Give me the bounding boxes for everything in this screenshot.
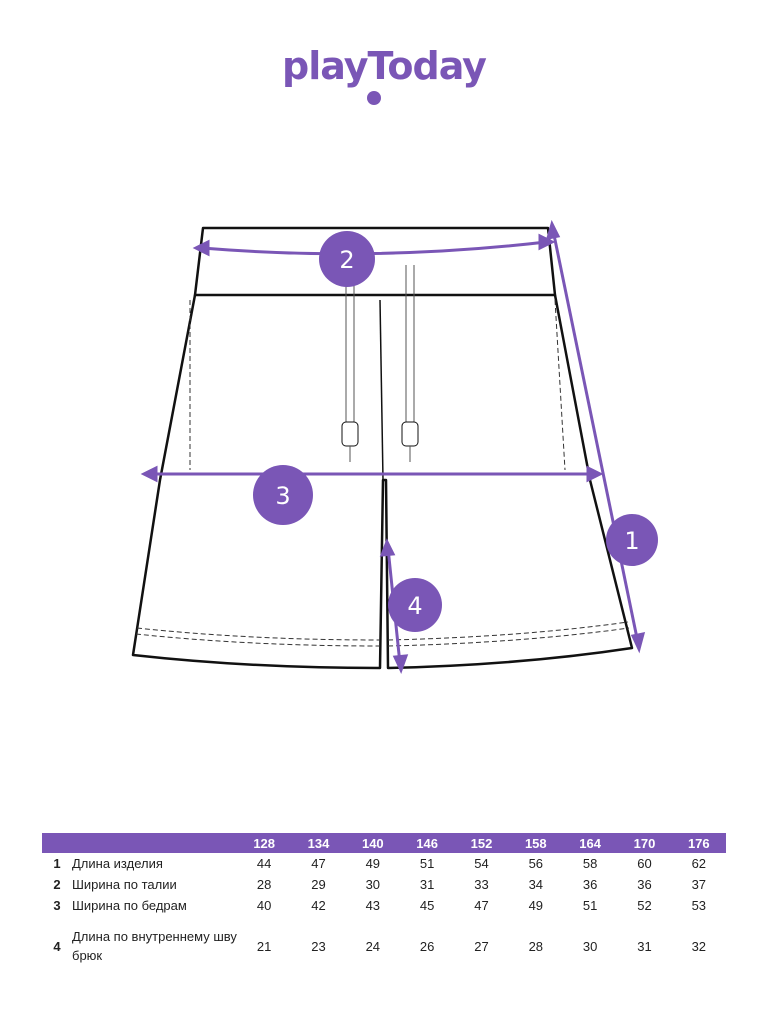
- size-header: 158: [508, 833, 563, 853]
- drawstring: [341, 265, 419, 462]
- row-label: Длина изделия: [72, 856, 163, 871]
- stitching: [135, 299, 630, 647]
- size-header-row: 128 134 140 146 152 158 164 170 176: [42, 833, 726, 853]
- size-header: 140: [345, 833, 400, 853]
- shorts-outline: [131, 226, 634, 670]
- row-number: 3: [53, 898, 61, 913]
- table-cell: 45: [419, 898, 435, 913]
- table-cell: 31: [419, 877, 435, 892]
- size-header: 128: [237, 833, 292, 853]
- marker-4: 4: [388, 578, 442, 632]
- table-cell: 36: [637, 877, 652, 892]
- table-cell: 51: [582, 898, 598, 913]
- row-label: Ширина по бедрам: [72, 898, 187, 913]
- size-header: 164: [562, 833, 618, 853]
- brand-logo-text: playToday: [282, 44, 487, 88]
- table-cell: 58: [582, 856, 598, 871]
- table-cell: 52: [637, 898, 652, 913]
- svg-text:4: 4: [407, 592, 422, 620]
- table-cell: 62: [691, 856, 707, 871]
- svg-text:3: 3: [275, 482, 290, 510]
- table-cell: 51: [419, 856, 435, 871]
- row-number: 4: [53, 938, 61, 954]
- table-cell: 28: [528, 938, 544, 954]
- table-row: 1 Длина изделия 44 47 49 51 54 56 58 60 62: [42, 853, 726, 874]
- marker-2: 2: [319, 231, 375, 287]
- table-cell: 53: [691, 898, 707, 913]
- marker-3: 3: [253, 465, 313, 525]
- size-header: 170: [617, 833, 672, 853]
- marker-1: 1: [606, 514, 658, 566]
- svg-text:2: 2: [339, 246, 354, 274]
- table-cell: 30: [365, 877, 381, 892]
- table-cell: 44: [256, 856, 272, 871]
- table-row: 4 Длина по внутреннему шву брюк 21 23 24 26 27…: [42, 916, 726, 976]
- table-cell: 27: [474, 938, 489, 954]
- table-cell: 42: [311, 898, 326, 913]
- size-header: 176: [671, 833, 726, 853]
- shorts-diagram: 1 2 3 4: [131, 219, 658, 674]
- table-cell: 54: [474, 856, 489, 871]
- size-header: 146: [399, 833, 455, 853]
- brand-logo-dot: [367, 91, 381, 105]
- table-cell: 37: [691, 877, 707, 892]
- table-cell: 34: [528, 877, 544, 892]
- table-cell: 33: [474, 877, 489, 892]
- table-cell: 26: [419, 938, 435, 954]
- size-header: 134: [291, 833, 346, 853]
- row-number: 1: [53, 856, 61, 871]
- size-header: 152: [454, 833, 509, 853]
- table-cell: 40: [256, 898, 272, 913]
- measurement-lines: [140, 219, 646, 674]
- table-cell: 60: [637, 856, 652, 871]
- table-cell: 29: [311, 877, 326, 892]
- table-cell: 36: [582, 877, 598, 892]
- table-cell: 23: [311, 938, 326, 954]
- table-cell: 21: [256, 938, 272, 954]
- svg-text:1: 1: [624, 527, 639, 555]
- table-cell: 43: [365, 898, 381, 913]
- table-cell: 32: [691, 938, 707, 954]
- table-cell: 47: [474, 898, 489, 913]
- row-label: Ширина по талии: [72, 877, 177, 892]
- table-cell: 24: [365, 938, 381, 954]
- table-row: 3 Ширина по бедрам 40 42 43 45 47 49 51 52 53: [42, 895, 726, 916]
- brand-logo: playToday: [0, 44, 768, 88]
- table-cell: 56: [528, 856, 544, 871]
- table-cell: 30: [582, 938, 598, 954]
- table-cell: 49: [365, 856, 381, 871]
- table-cell: 31: [637, 938, 652, 954]
- row-label: Длина по внутреннему шву брюк: [72, 929, 237, 963]
- table-cell: 47: [311, 856, 326, 871]
- table-cell: 28: [256, 877, 272, 892]
- table-row: 2 Ширина по талии 28 29 30 31 33 34 36 36 37: [42, 874, 726, 895]
- table-cell: 49: [528, 898, 544, 913]
- row-number: 2: [53, 877, 61, 892]
